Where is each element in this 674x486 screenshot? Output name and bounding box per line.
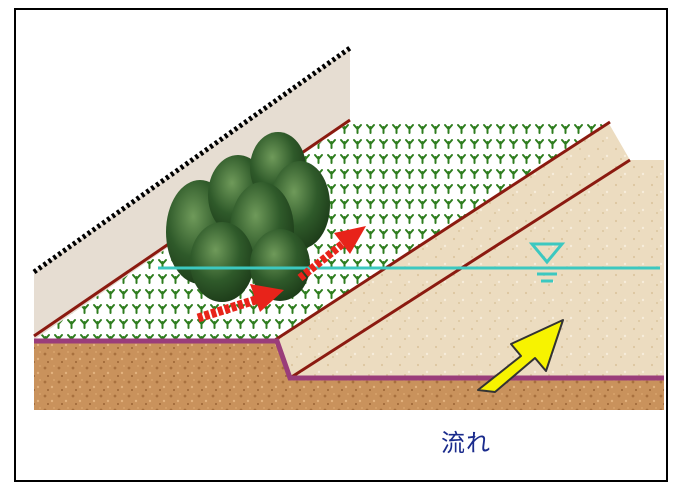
flow-arrow-icon xyxy=(477,319,564,393)
bank-top-dotted-edge xyxy=(32,45,352,275)
flow-label: 流れ xyxy=(441,429,491,457)
river-channel-slope xyxy=(275,122,664,378)
river-bed-line xyxy=(34,338,664,381)
velocity-arrow-upper xyxy=(297,226,366,282)
water-level-triangle-icon xyxy=(528,242,566,283)
soil-layer xyxy=(34,340,664,410)
tree-cluster xyxy=(166,132,330,302)
bank-line-floodplain-edge xyxy=(274,120,611,342)
velocity-arrow-lower xyxy=(196,284,284,323)
